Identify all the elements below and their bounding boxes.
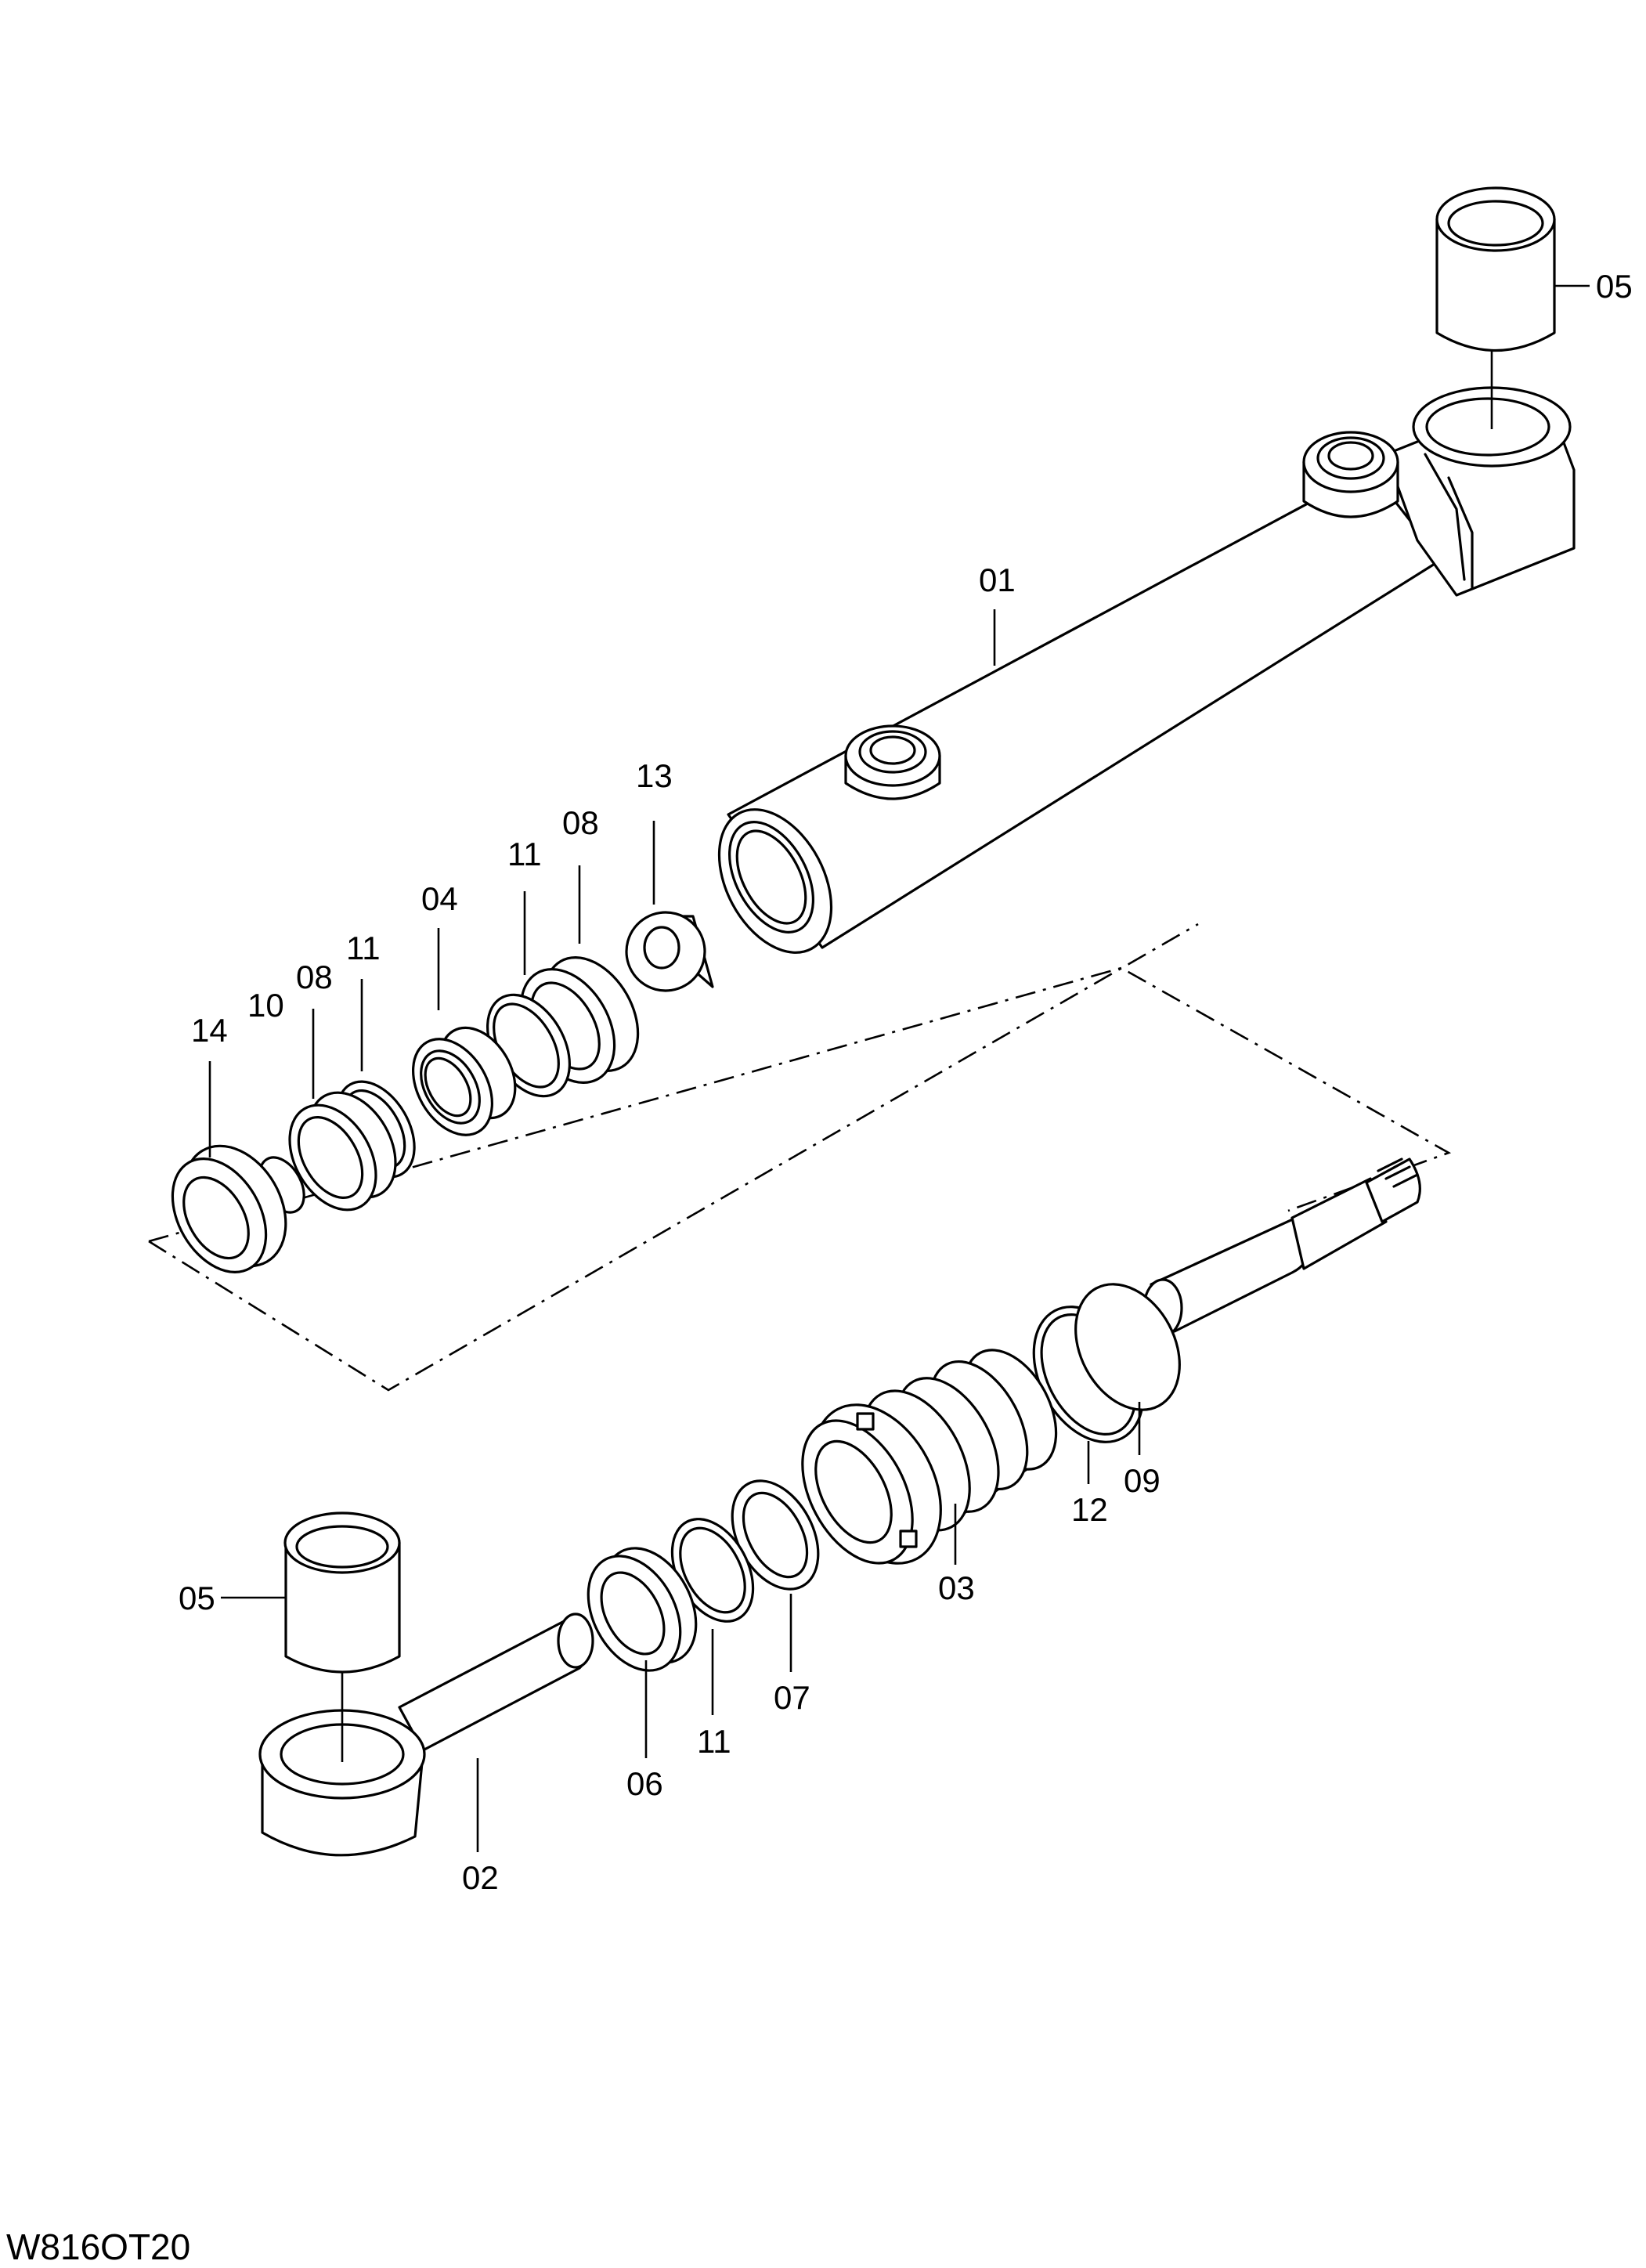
piston-nut [625, 911, 714, 992]
callout-14: 14 [191, 1012, 228, 1049]
rod-seal-09 [1074, 1283, 1181, 1411]
backup-ring-lower [670, 1518, 755, 1623]
wiper-ring-06 [587, 1547, 698, 1672]
cylinder-head [801, 1349, 1058, 1565]
callout-08-upper: 08 [562, 804, 599, 841]
callout-02: 02 [462, 1859, 499, 1896]
callout-09: 09 [1124, 1462, 1161, 1499]
drawing-code: W816OT20 [6, 2226, 190, 2267]
callout-06: 06 [626, 1765, 663, 1802]
assembly-path-line-lower [148, 923, 1199, 1392]
callout-13: 13 [636, 757, 673, 794]
callout-07: 07 [774, 1679, 810, 1716]
callout-01: 01 [979, 562, 1016, 598]
callout-08-lower: 08 [296, 959, 333, 995]
callout-04: 04 [421, 880, 458, 917]
callout-11-lower: 11 [697, 1723, 731, 1760]
piston-seal [171, 1144, 287, 1273]
callout-12: 12 [1071, 1491, 1108, 1528]
callout-03: 03 [938, 1569, 975, 1606]
callout-11-middle: 11 [346, 930, 381, 966]
wear-ring-lower [288, 1091, 397, 1212]
dust-seal-07 [731, 1479, 820, 1591]
callout-10: 10 [247, 987, 284, 1024]
bushing-bottom [283, 1511, 401, 1674]
bushing-top [1435, 186, 1556, 352]
cylinder-tube [717, 386, 1576, 954]
callout-05-top: 05 [1596, 268, 1633, 305]
callout-11-upper: 11 [507, 836, 542, 872]
callout-05-bottom: 05 [179, 1580, 215, 1616]
piston [411, 1026, 517, 1136]
